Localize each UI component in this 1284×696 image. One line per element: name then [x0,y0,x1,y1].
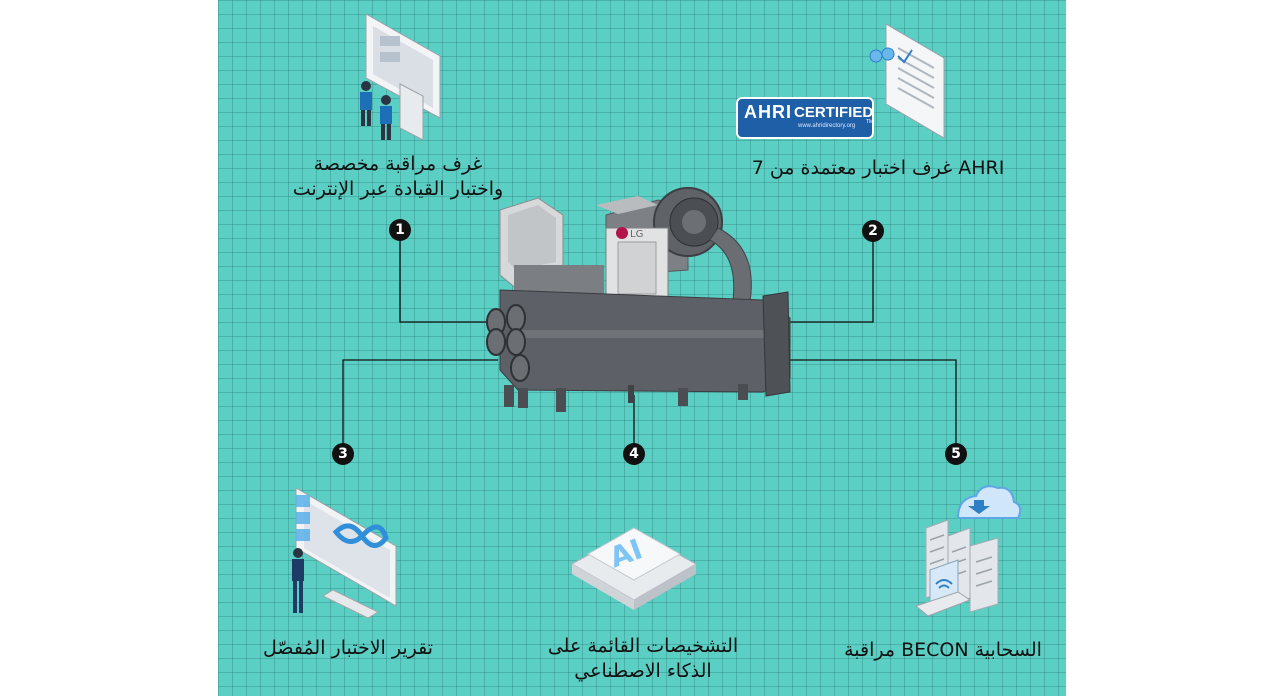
feature-1-line-1: غرف مراقبة مخصصة [313,153,483,175]
feature-4-line-1: التشخيصات القائمة على [547,635,739,657]
ahri-trademark-text: TM [866,119,874,125]
connector-lines: LG [342,187,957,445]
connector-line-1 [399,240,488,323]
marker-3: 3 [332,443,354,465]
feature-5-line-1: السحابية BECON مراقبة [844,639,1042,661]
feature-4-line-2: الذكاء الاصطناعي [574,660,712,682]
feature-label-4: التشخيصات القائمة على الذكاء الاصطناعي [518,634,768,684]
ai-chip-icon: AI [570,527,698,610]
feature-label-3: تقرير الاختبار المُفصّل [238,636,458,661]
feature-1-line-2: واختبار القيادة عبر الإنترنت [292,178,504,200]
connector-line-5 [784,359,957,445]
feature-label-2: AHRI غرف اختبار معتمدة من 7 [728,156,1028,181]
chiller-illustration: LG [486,187,791,412]
feature-3-line-1: تقرير الاختبار المُفصّل [262,637,434,659]
diagram-canvas: LG [218,0,1066,696]
ahri-logo-text: AHRI [744,102,792,122]
marker-1: 1 [389,219,411,241]
ahri-certified-badge: AHRI CERTIFIED www.ahridirectory.org TM [736,97,874,139]
chiller-brand-logo: LG [630,229,643,240]
ahri-certified-text: CERTIFIED [794,104,874,121]
marker-4: 4 [623,443,645,465]
certificate-document-icon [869,23,945,139]
ahri-url-text: www.ahridirectory.org [798,123,856,129]
connector-line-2 [780,241,874,323]
connector-line-3 [342,359,498,445]
feature-label-1: غرف مراقبة مخصصة واختبار القيادة عبر الإ… [268,152,528,202]
test-report-monitor-icon [292,487,397,619]
monitoring-room-icon [360,13,441,141]
feature-label-5: السحابية BECON مراقبة [828,638,1058,663]
feature-2-line-1: AHRI غرف اختبار معتمدة من 7 [751,157,1005,179]
marker-2: 2 [862,220,884,242]
marker-5: 5 [945,443,967,465]
cloud-servers-icon [914,485,1022,617]
